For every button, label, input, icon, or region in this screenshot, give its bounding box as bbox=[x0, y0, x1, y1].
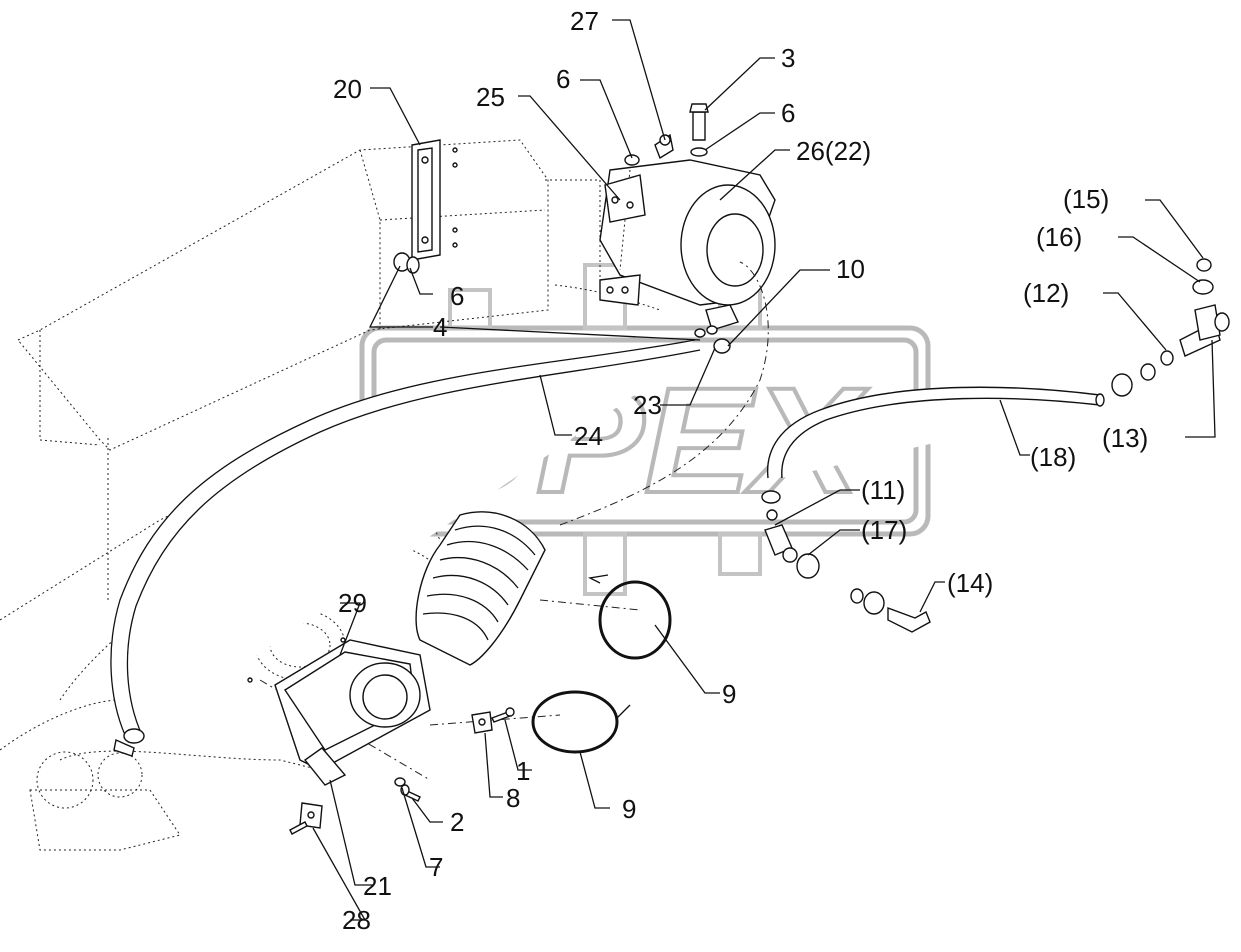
air-filter-housing bbox=[599, 133, 776, 331]
corrugated-hose bbox=[415, 511, 546, 666]
leader-lines bbox=[312, 19, 1216, 921]
callout-20: 20 bbox=[333, 74, 362, 104]
hose-24 bbox=[110, 339, 701, 757]
callout-11: (11) bbox=[861, 475, 905, 505]
callout-7: 7 bbox=[429, 852, 443, 882]
filter-outlet bbox=[706, 213, 764, 287]
callout-23: 23 bbox=[633, 390, 662, 420]
callout-16: (16) bbox=[1036, 222, 1082, 252]
callout-25: 25 bbox=[476, 82, 505, 112]
callout-labels: 27 3 6 6 25 26(22) 20 (15) (16) 10 (12) … bbox=[333, 6, 1148, 935]
hose-end-lower bbox=[123, 728, 145, 744]
hose-18 bbox=[766, 386, 1105, 479]
callout-15: (15) bbox=[1063, 184, 1109, 214]
callout-6-bracket: 6 bbox=[450, 281, 464, 311]
clamp-9-lower bbox=[531, 690, 631, 754]
washer-7 bbox=[394, 777, 406, 787]
callout-9-lower: 9 bbox=[622, 794, 636, 824]
callout-3: 3 bbox=[781, 43, 795, 73]
callout-29: 29 bbox=[338, 588, 367, 618]
callout-9-upper: 9 bbox=[722, 679, 736, 709]
callout-6-top: 6 bbox=[556, 64, 570, 94]
callout-12: (12) bbox=[1023, 278, 1069, 308]
washer-12 bbox=[1160, 350, 1174, 366]
callout-13: (13) bbox=[1102, 423, 1148, 453]
bolt-3 bbox=[689, 103, 709, 157]
elbow-14 bbox=[850, 588, 931, 633]
callout-17: (17) bbox=[861, 515, 907, 545]
callout-6-upper: 6 bbox=[781, 98, 795, 128]
callout-24: 24 bbox=[574, 421, 603, 451]
callout-27: 27 bbox=[570, 6, 599, 36]
washer-6-bracket bbox=[406, 256, 420, 274]
fittings-23-10 bbox=[694, 325, 731, 354]
elbow-11-17 bbox=[761, 490, 820, 579]
nut-16 bbox=[1192, 279, 1214, 295]
small-hardware bbox=[289, 707, 515, 835]
tee-fitting-13 bbox=[1111, 258, 1230, 397]
callout-18: (18) bbox=[1030, 442, 1076, 472]
intake-housing bbox=[247, 637, 431, 786]
callout-1: 1 bbox=[516, 756, 530, 786]
callout-10: 10 bbox=[836, 254, 865, 284]
callout-14: (14) bbox=[947, 568, 993, 598]
clamp-9-upper bbox=[587, 574, 672, 660]
assembly-lines bbox=[259, 261, 769, 781]
hose-clamp-lower bbox=[113, 739, 135, 757]
callout-28: 28 bbox=[342, 905, 371, 935]
callout-2: 2 bbox=[450, 807, 464, 837]
callout-26-22: 26(22) bbox=[796, 136, 871, 166]
callout-4: 4 bbox=[433, 312, 447, 342]
callout-21: 21 bbox=[363, 871, 392, 901]
washer-6-top bbox=[690, 147, 708, 157]
cap-15 bbox=[1196, 258, 1212, 272]
bracket-20 bbox=[393, 139, 458, 274]
callout-8: 8 bbox=[506, 783, 520, 813]
